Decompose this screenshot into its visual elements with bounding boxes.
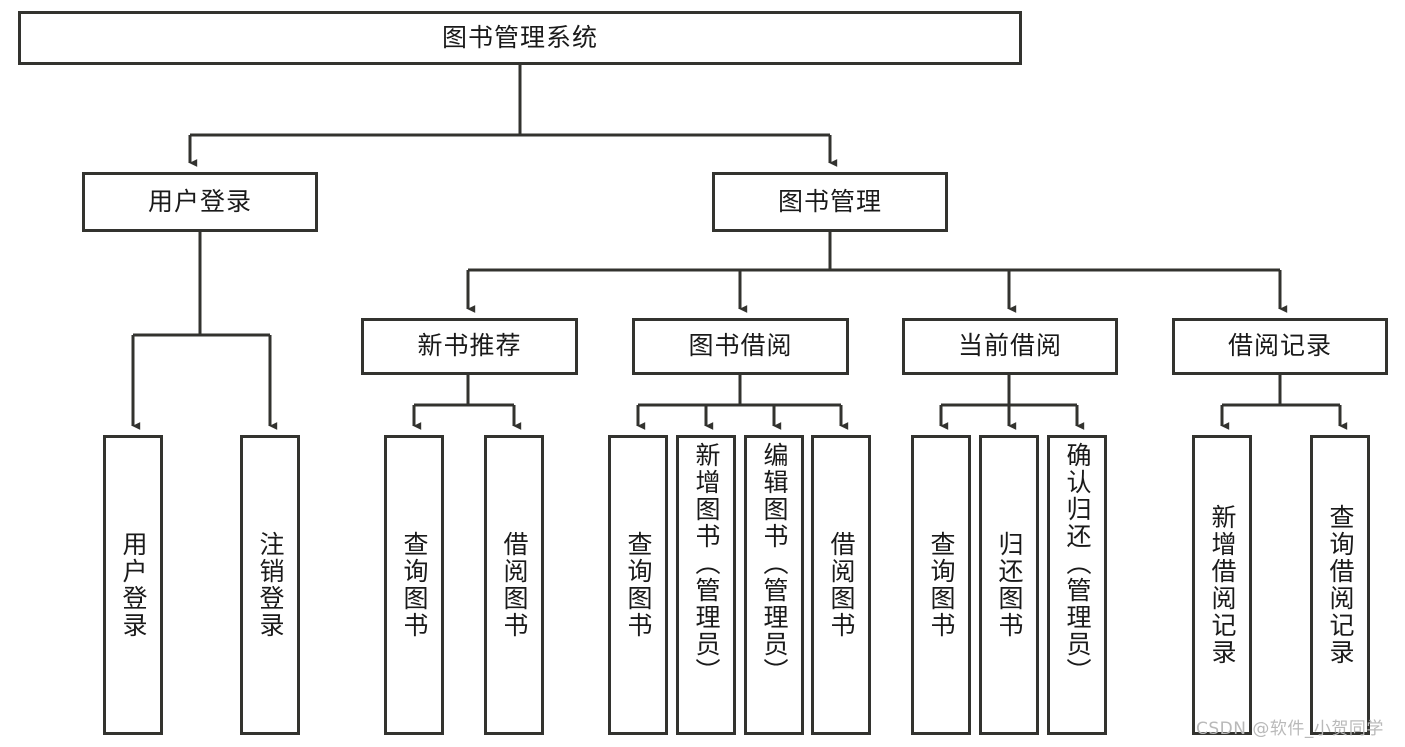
node-label: 图书管理 <box>777 186 882 216</box>
node-label: 归还图书 <box>995 531 1024 639</box>
node-new-book-recommend[interactable]: 新书推荐 <box>361 318 578 375</box>
node-label: 借阅图书 <box>827 531 856 639</box>
leaf-user-login-logout[interactable]: 注销登录 <box>240 435 300 735</box>
leaf-new-book-borrow-book[interactable]: 借阅图书 <box>484 435 544 735</box>
leaf-book-borrow-query-book[interactable]: 查询图书 <box>608 435 668 735</box>
node-book-management[interactable]: 图书管理 <box>712 172 948 232</box>
node-label: 图书管理系统 <box>441 22 598 52</box>
node-label: 注销登录 <box>256 531 285 639</box>
node-label: 查询图书 <box>400 531 429 639</box>
node-label: 查询图书 <box>927 531 956 639</box>
node-label: 用户登录 <box>147 186 252 216</box>
node-book-borrow[interactable]: 图书借阅 <box>632 318 849 375</box>
leaf-book-borrow-borrow-book[interactable]: 借阅图书 <box>811 435 871 735</box>
node-label: 新书推荐 <box>417 331 522 361</box>
node-current-borrow[interactable]: 当前借阅 <box>902 318 1118 375</box>
leaf-book-borrow-edit-book-admin[interactable]: 编辑图书（管理员） <box>744 435 804 735</box>
csdn-watermark: CSDN @软件_小贺同学 <box>1196 719 1384 739</box>
leaf-borrow-record-query-record[interactable]: 查询借阅记录 <box>1310 435 1370 735</box>
node-label: 用户登录 <box>119 531 148 639</box>
leaf-current-borrow-confirm-return-admin[interactable]: 确认归还（管理员） <box>1047 435 1107 735</box>
node-label: 新增图书（管理员） <box>692 442 721 685</box>
node-label: 确认归还（管理员） <box>1063 442 1092 685</box>
node-label: 图书借阅 <box>688 331 793 361</box>
node-root-book-management-system[interactable]: 图书管理系统 <box>18 11 1022 65</box>
node-label: 借阅图书 <box>500 531 529 639</box>
node-label: 查询图书 <box>624 531 653 639</box>
node-label: 借阅记录 <box>1227 331 1332 361</box>
node-borrow-record[interactable]: 借阅记录 <box>1172 318 1388 375</box>
leaf-borrow-record-add-record[interactable]: 新增借阅记录 <box>1192 435 1252 735</box>
node-user-login[interactable]: 用户登录 <box>82 172 318 232</box>
leaf-book-borrow-add-book-admin[interactable]: 新增图书（管理员） <box>676 435 736 735</box>
node-label: 编辑图书（管理员） <box>760 442 789 685</box>
leaf-user-login-login[interactable]: 用户登录 <box>103 435 163 735</box>
leaf-new-book-query-book[interactable]: 查询图书 <box>384 435 444 735</box>
node-label: 当前借阅 <box>957 331 1062 361</box>
node-label: 新增借阅记录 <box>1208 504 1237 666</box>
leaf-current-borrow-return-book[interactable]: 归还图书 <box>979 435 1039 735</box>
node-label: 查询借阅记录 <box>1326 504 1355 666</box>
leaf-current-borrow-query-book[interactable]: 查询图书 <box>911 435 971 735</box>
